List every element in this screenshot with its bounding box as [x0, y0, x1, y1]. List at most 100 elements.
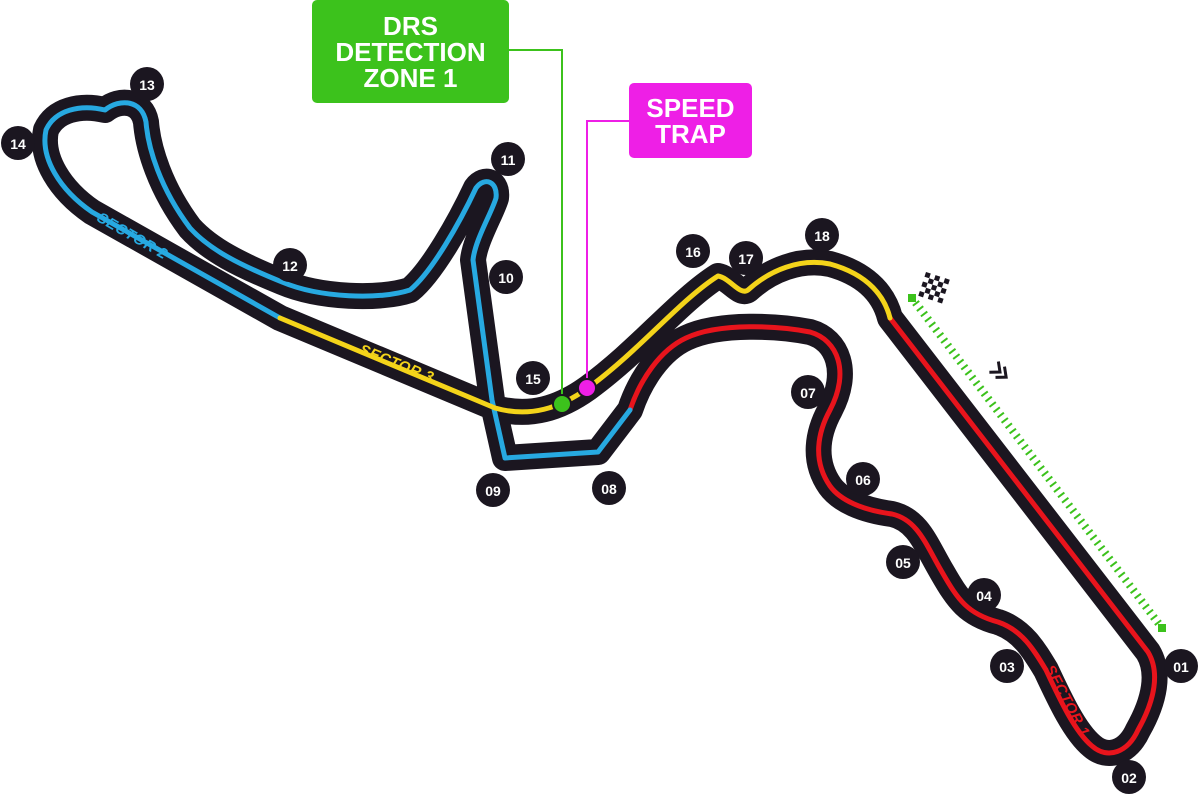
- drs-detection-point: [552, 394, 572, 414]
- drs-tick: [1109, 560, 1118, 568]
- drs-tick: [912, 300, 920, 307]
- drs-tick: [1069, 507, 1078, 515]
- turn-marker-circle: [791, 375, 825, 409]
- drs-tick: [1049, 481, 1057, 488]
- drs-tick: [1097, 544, 1106, 552]
- flag-square: [934, 290, 941, 298]
- turn-marker-07: 07: [791, 375, 825, 409]
- drs-tick: [1142, 603, 1150, 610]
- drs-callout-line-2: DETECTION: [335, 36, 486, 67]
- flag-square: [933, 275, 941, 282]
- turn-marker-04: 04: [967, 578, 1001, 612]
- drs-tick: [1077, 518, 1086, 525]
- turn-marker-02: 02: [1112, 760, 1146, 794]
- flag-square: [918, 291, 925, 298]
- drs-tick: [1138, 598, 1146, 605]
- drs-tick: [1113, 566, 1122, 573]
- drs-tick: [1004, 422, 1013, 429]
- drs-tick: [956, 358, 965, 366]
- drs-tick: [980, 390, 989, 398]
- speed-trap-leader-line: [586, 120, 629, 388]
- flag-square: [924, 287, 931, 295]
- drs-tick: [1065, 502, 1074, 509]
- turn-marker-circle: [489, 260, 523, 294]
- drs-tick: [1009, 427, 1017, 435]
- turn-marker-label: 05: [895, 555, 911, 571]
- turn-marker-label: 12: [282, 258, 298, 274]
- drs-tick: [928, 321, 936, 328]
- drs-tick: [1013, 433, 1021, 440]
- turn-marker-circle: [846, 462, 880, 496]
- drs-tick: [1134, 592, 1142, 600]
- turn-marker-circle: [886, 545, 920, 579]
- speed-trap-callout-line-1: SPEED: [646, 92, 735, 123]
- drs-tick: [948, 348, 957, 355]
- drs-zone-end: [1158, 624, 1166, 632]
- turn-marker-label: 09: [485, 483, 501, 499]
- drs-tick: [964, 369, 973, 376]
- speed-trap-point: [577, 378, 597, 398]
- drs-tick: [1129, 587, 1138, 594]
- turn-marker-circle: [1164, 649, 1198, 683]
- turn-marker-circle: [1, 126, 35, 160]
- turn-marker-circle: [729, 241, 763, 275]
- drs-tick: [1146, 608, 1154, 616]
- turn-marker-label: 04: [976, 588, 992, 604]
- drs-callout-line-1: DRS: [383, 10, 438, 41]
- drs-tick: [1150, 614, 1158, 621]
- drs-tick: [960, 363, 969, 371]
- drs-tick: [1000, 417, 1009, 424]
- drs-tick: [932, 326, 940, 334]
- turn-marker-08: 08: [592, 471, 626, 505]
- turn-marker-label: 15: [525, 371, 541, 387]
- turn-marker-14: 14: [1, 126, 35, 160]
- sector-2-line: [42, 100, 633, 461]
- drs-tick: [916, 305, 924, 312]
- turn-marker-06: 06: [846, 462, 880, 496]
- drs-tick: [952, 353, 961, 360]
- drs-tick: [1073, 513, 1082, 520]
- turn-marker-05: 05: [886, 545, 920, 579]
- turn-marker-circle: [592, 471, 626, 505]
- flag-square: [943, 278, 950, 285]
- drs-tick: [1093, 539, 1102, 547]
- drs-tick: [1101, 550, 1110, 557]
- turn-marker-circle: [130, 67, 164, 101]
- turn-marker-circle: [491, 142, 525, 176]
- drs-tick: [976, 385, 985, 392]
- drs-tick: [1105, 555, 1114, 563]
- turn-marker-circle: [990, 649, 1024, 683]
- turn-marker-circle: [967, 578, 1001, 612]
- flag-square: [940, 287, 947, 294]
- turn-marker-label: 13: [139, 77, 155, 93]
- drs-tick: [1125, 582, 1134, 589]
- drs-zone-ticks: [908, 294, 1166, 632]
- turn-marker-16: 16: [676, 234, 710, 268]
- drs-zone-end: [908, 294, 916, 302]
- turn-marker-11: 11: [491, 142, 525, 176]
- turn-marker-circle: [476, 473, 510, 507]
- speed-trap-callout-line-2: TRAP: [655, 118, 726, 149]
- drs-leader-line: [509, 49, 563, 404]
- track-outline: [32, 89, 1168, 766]
- drs-tick: [1121, 576, 1130, 584]
- drs-tick: [920, 310, 928, 318]
- flag-square: [937, 281, 944, 288]
- turn-marker-label: 16: [685, 244, 701, 260]
- turn-marker-03: 03: [990, 649, 1024, 683]
- drs-tick: [1085, 528, 1094, 536]
- drs-tick: [1037, 465, 1045, 472]
- double-chevron-icon: [989, 361, 1008, 379]
- chequered-flag-icon: [918, 272, 950, 304]
- turn-marker-12: 12: [273, 248, 307, 282]
- drs-tick: [936, 332, 945, 339]
- turn-marker-01: 01: [1164, 649, 1198, 683]
- turn-marker-label: 11: [501, 152, 516, 168]
- turn-marker-09: 09: [476, 473, 510, 507]
- drs-tick: [968, 374, 977, 382]
- turn-marker-circle: [273, 248, 307, 282]
- drs-tick: [1033, 459, 1041, 467]
- flag-square: [937, 297, 944, 304]
- drs-tick: [1061, 497, 1070, 504]
